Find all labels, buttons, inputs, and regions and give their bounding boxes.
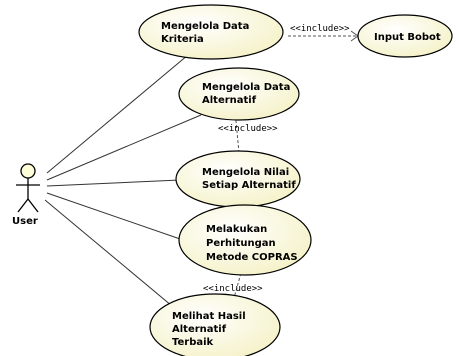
association-nilai [46, 179, 181, 187]
actor-label: User [12, 216, 38, 227]
use-case-label: Alternatif [202, 95, 257, 106]
use-case-label: Kriteria [161, 34, 204, 45]
use-case-label: Melakukan [206, 224, 267, 235]
use-case-mengelola-data-alternatif[interactable]: Mengelola Data Alternatif [178, 67, 300, 121]
use-case-label: Mengelola Data [202, 82, 290, 93]
use-case-input-bobot[interactable]: Input Bobot [357, 14, 453, 58]
actor-user[interactable]: User [12, 163, 40, 227]
use-case-mengelola-nilai[interactable]: Mengelola Nilai Setiap Alternatif [175, 150, 301, 208]
use-case-label: Input Bobot [374, 32, 441, 43]
use-case-melihat-hasil[interactable]: Melihat Hasil Alternatif Terbaik [149, 293, 281, 356]
use-case-label: Alternatif [172, 324, 227, 335]
use-case-label: Mengelola Data [161, 21, 249, 32]
association-alternatif [46, 114, 202, 181]
include-label-alternatif: <<include>> [218, 124, 278, 134]
use-case-label: Setiap Alternatif [202, 180, 296, 191]
association-hasil [44, 199, 179, 312]
include-label-bobot: <<include>> [290, 24, 350, 34]
association-kriteria [46, 54, 189, 174]
association-copras [46, 192, 184, 241]
use-case-mengelola-data-kriteria[interactable]: Mengelola Data Kriteria [138, 4, 284, 60]
use-case-label: Mengelola Nilai [202, 167, 289, 178]
use-case-perhitungan-copras[interactable]: Melakukan Perhitungan Metode COPRAS [178, 204, 312, 276]
stick-figure-icon [16, 163, 40, 213]
include-label-copras: <<include>> [203, 284, 263, 294]
use-case-label: Terbaik [172, 337, 214, 348]
use-case-label: Metode COPRAS [206, 252, 298, 263]
use-case-label: Melihat Hasil [172, 311, 246, 322]
use-case-label: Perhitungan [206, 238, 276, 249]
